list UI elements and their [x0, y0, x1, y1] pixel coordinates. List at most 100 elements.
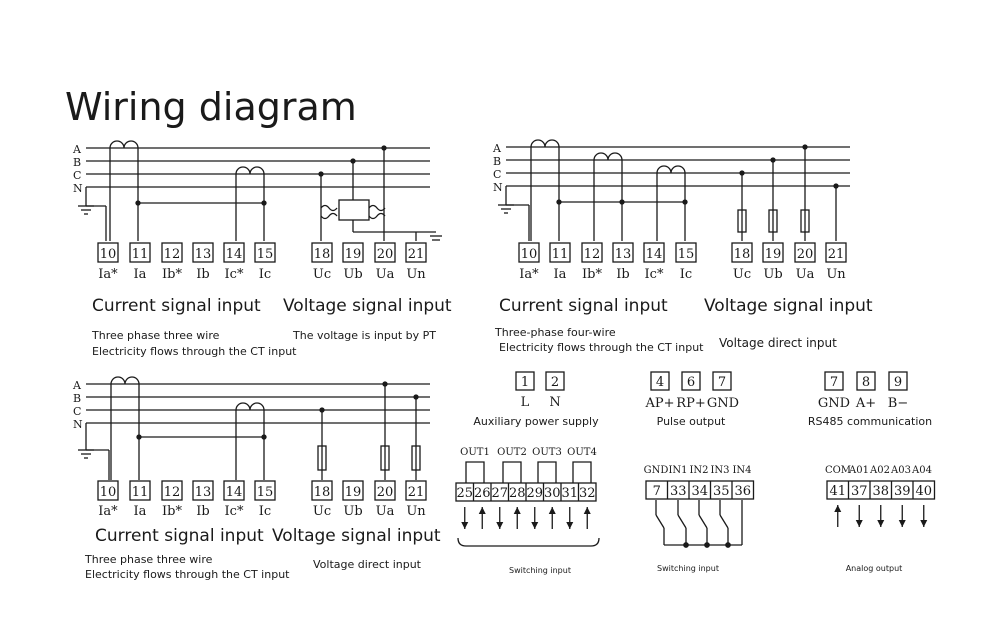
- terminal-box: [549, 242, 571, 263]
- bus-lines: [506, 146, 850, 187]
- panel-three-phase-three-wire-direct: A B C N: [72, 376, 441, 581]
- current-signal-title: Current signal input: [499, 296, 668, 316]
- phase-label-b: B: [73, 156, 81, 169]
- terminal-label: AP+: [644, 396, 674, 411]
- phase-label-n: N: [73, 418, 83, 431]
- input-label: GND: [644, 465, 669, 476]
- terminal-label: Ib: [196, 504, 209, 519]
- panel-three-phase-four-wire: A B C N: [492, 139, 873, 354]
- terminal-number: 4: [656, 375, 664, 390]
- ct-coils: [110, 376, 267, 480]
- terminal-label: Ia*: [98, 267, 118, 282]
- terminal-box: [405, 242, 427, 263]
- terminal-number: 15: [678, 247, 695, 262]
- arrow-down-icon: [855, 520, 863, 527]
- terminal-number: 13: [195, 485, 212, 500]
- voltage-fuses: [737, 144, 839, 241]
- output-relay-brackets: [465, 461, 592, 483]
- terminal-number: 14: [226, 485, 243, 500]
- arrow-down-icon: [877, 520, 885, 527]
- terminal-number: 15: [257, 485, 274, 500]
- terminal-box: [762, 242, 784, 263]
- terminal-box: [129, 480, 151, 501]
- terminal-number: 21: [408, 247, 425, 262]
- terminal-label: Ic: [680, 267, 692, 282]
- group-label: OUT2: [497, 447, 527, 458]
- rs485-block: 7 8 9 GND A+ B− RS485 communication: [808, 371, 932, 428]
- terminal-label: Ua: [376, 504, 395, 519]
- terminal-number: 14: [226, 247, 243, 262]
- terminal-number: 40: [915, 484, 932, 499]
- input-label: IN1: [668, 465, 687, 476]
- terminal-label: Ia: [134, 267, 147, 282]
- input-label: IN3: [710, 465, 729, 476]
- terminal-box: [856, 371, 876, 391]
- terminal-number: 26: [474, 486, 491, 501]
- arrow-up-icon: [513, 507, 521, 514]
- terminal-label: Ic: [259, 504, 271, 519]
- analog-label: A02: [869, 465, 890, 476]
- arrow-down-icon: [920, 520, 928, 527]
- terminal-label: Un: [406, 504, 426, 519]
- terminal-number: 18: [314, 485, 331, 500]
- switching-output-caption: Switching input: [509, 566, 571, 575]
- wiring-type-note: Three phase three wire: [91, 329, 220, 342]
- analog-label: COM: [825, 465, 851, 476]
- terminal-number: 19: [765, 247, 782, 262]
- pulse-output-caption: Pulse output: [657, 415, 726, 428]
- voltage-signal-title: Voltage signal input: [283, 296, 452, 316]
- terminal-number: 11: [132, 247, 149, 262]
- aux-power-caption: Auxiliary power supply: [473, 415, 599, 428]
- arrow-up-icon: [478, 507, 486, 514]
- terminal-label: Un: [406, 267, 426, 282]
- terminal-number: 20: [797, 247, 814, 262]
- terminal-label: Ia*: [519, 267, 539, 282]
- ct-note: Electricity flows through the CT input: [85, 568, 290, 581]
- arrow-down-icon: [461, 522, 469, 529]
- terminal-box: [712, 371, 732, 391]
- terminal-number: 18: [734, 247, 751, 262]
- input-label: IN2: [689, 465, 708, 476]
- ground-symbol: [78, 423, 110, 480]
- terminal-box: [223, 480, 245, 501]
- terminal-number: 25: [456, 486, 473, 501]
- bottom-brace: [457, 537, 600, 547]
- terminal-number: 2: [551, 375, 559, 390]
- terminal-number: 28: [509, 486, 526, 501]
- arrow-down-icon: [566, 522, 574, 529]
- terminal-number: 21: [408, 485, 425, 500]
- terminal-label: Ic*: [645, 267, 664, 282]
- aux-power-block: 1 2 L N Auxiliary power supply: [473, 371, 599, 428]
- terminal-number: 7: [830, 375, 838, 390]
- terminal-label: Ic: [259, 267, 271, 282]
- terminal-label: Ia: [134, 504, 147, 519]
- terminal-label: Ub: [763, 267, 782, 282]
- terminal-box: [405, 480, 427, 501]
- voltage-input-note: Voltage direct input: [719, 336, 837, 350]
- arrow-up-icon: [548, 507, 556, 514]
- terminal-box: [161, 242, 183, 263]
- current-signal-title: Current signal input: [95, 526, 264, 546]
- phase-label-a: A: [72, 143, 82, 156]
- terminal-box: [342, 480, 364, 501]
- analog-label: A04: [911, 465, 932, 476]
- terminal-number: 32: [579, 486, 596, 501]
- terminal-number: 10: [521, 247, 538, 262]
- terminal-box: [581, 242, 603, 263]
- terminal-box: [254, 242, 276, 263]
- terminal-label: Ua: [376, 267, 395, 282]
- terminal-box: [888, 371, 908, 391]
- terminal-number: 14: [646, 247, 663, 262]
- terminal-label: Ub: [343, 504, 362, 519]
- terminal-box: [545, 371, 565, 391]
- terminal-box: [192, 242, 214, 263]
- terminal-label: Ib*: [162, 267, 182, 282]
- terminal-number: 30: [544, 486, 561, 501]
- phase-label-b: B: [493, 155, 501, 168]
- phase-label-a: A: [72, 379, 82, 392]
